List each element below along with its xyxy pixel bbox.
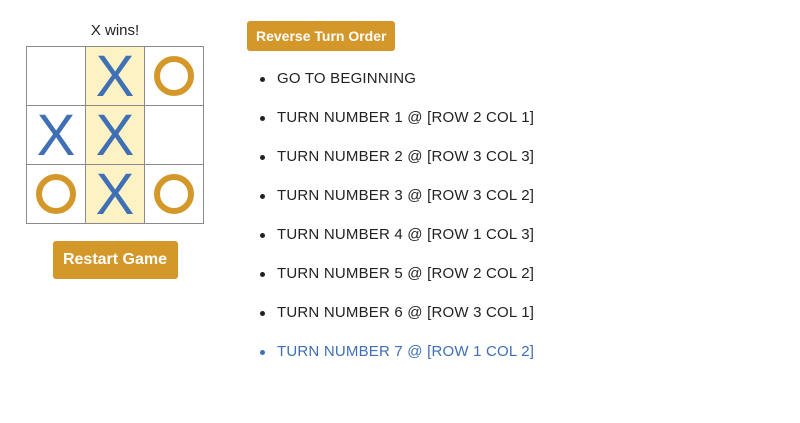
board-cell[interactable] <box>145 165 204 224</box>
board-cell[interactable]: X <box>86 165 145 224</box>
x-mark-icon: X <box>95 162 135 227</box>
bullet-icon <box>260 155 265 160</box>
board-cell[interactable]: X <box>86 47 145 106</box>
x-mark-icon: X <box>95 103 135 168</box>
board-row: X <box>27 165 204 224</box>
move-label: TURN NUMBER 3 @ [ROW 3 COL 2] <box>277 187 535 204</box>
move-item-4[interactable]: TURN NUMBER 4 @ [ROW 1 COL 3] <box>247 226 534 265</box>
move-item-3[interactable]: TURN NUMBER 3 @ [ROW 3 COL 2] <box>247 187 534 226</box>
move-item-start[interactable]: GO TO BEGINNING <box>247 70 534 109</box>
game-board: X X X X <box>26 46 204 224</box>
bullet-icon <box>260 194 265 199</box>
bullet-icon <box>260 311 265 316</box>
o-mark-icon <box>154 56 194 96</box>
reverse-turn-order-button[interactable]: Reverse Turn Order <box>247 21 396 51</box>
move-label: GO TO BEGINNING <box>277 70 417 87</box>
move-label: TURN NUMBER 2 @ [ROW 3 COL 3] <box>277 148 535 165</box>
bullet-icon <box>260 272 265 277</box>
move-label: TURN NUMBER 1 @ [ROW 2 COL 1] <box>277 109 535 126</box>
x-mark-icon: X <box>95 44 135 109</box>
board-row: X <box>27 47 204 106</box>
bullet-icon <box>260 77 265 82</box>
board-cell[interactable] <box>145 47 204 106</box>
board-row: X X <box>27 106 204 165</box>
board-cell[interactable] <box>27 47 86 106</box>
restart-game-button[interactable]: Restart Game <box>52 241 178 279</box>
move-label: TURN NUMBER 4 @ [ROW 1 COL 3] <box>277 226 535 243</box>
move-list: GO TO BEGINNING TURN NUMBER 1 @ [ROW 2 C… <box>247 70 534 382</box>
o-mark-icon <box>36 174 76 214</box>
move-item-2[interactable]: TURN NUMBER 2 @ [ROW 3 COL 3] <box>247 148 534 187</box>
move-item-7[interactable]: TURN NUMBER 7 @ [ROW 1 COL 2] <box>247 343 534 382</box>
board-cell[interactable]: X <box>86 106 145 165</box>
move-history-panel: Reverse Turn Order GO TO BEGINNING TURN … <box>247 21 534 382</box>
move-item-6[interactable]: TURN NUMBER 6 @ [ROW 3 COL 1] <box>247 304 534 343</box>
board-cell[interactable] <box>27 165 86 224</box>
move-item-5[interactable]: TURN NUMBER 5 @ [ROW 2 COL 2] <box>247 265 534 304</box>
move-label: TURN NUMBER 6 @ [ROW 3 COL 1] <box>277 304 535 321</box>
game-panel: X wins! X X X X Restart Game <box>26 18 204 279</box>
o-mark-icon <box>154 174 194 214</box>
board-cell[interactable]: X <box>27 106 86 165</box>
bullet-icon <box>260 233 265 238</box>
board-cell[interactable] <box>145 106 204 165</box>
move-item-1[interactable]: TURN NUMBER 1 @ [ROW 2 COL 1] <box>247 109 534 148</box>
game-status: X wins! <box>90 22 140 39</box>
move-label: TURN NUMBER 5 @ [ROW 2 COL 2] <box>277 265 535 282</box>
bullet-icon <box>260 116 265 121</box>
x-mark-icon: X <box>36 103 76 168</box>
move-label: TURN NUMBER 7 @ [ROW 1 COL 2] <box>277 343 535 360</box>
bullet-icon <box>260 350 265 355</box>
